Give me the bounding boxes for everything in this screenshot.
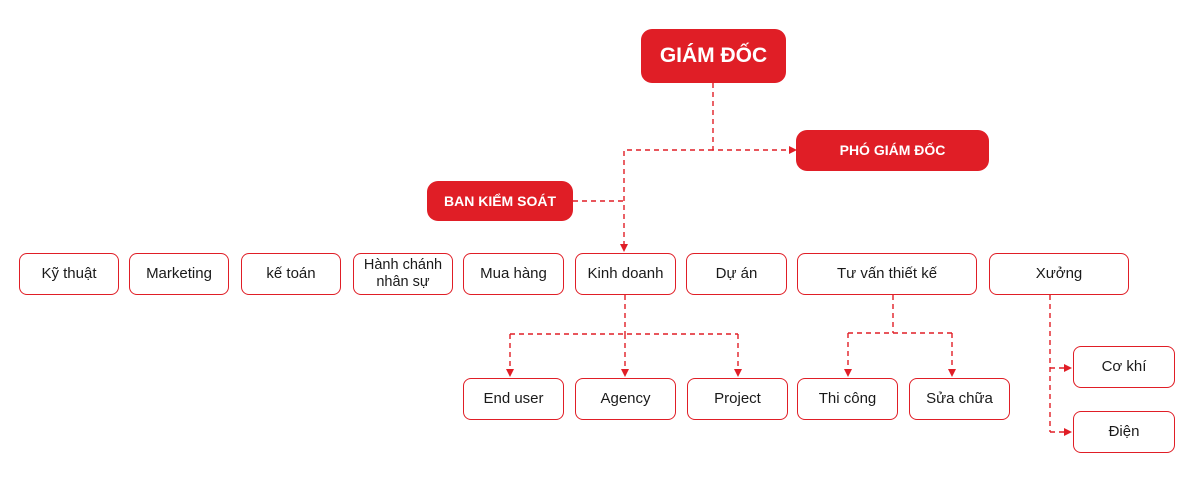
sales-agency: Agency bbox=[575, 378, 676, 420]
design-repair: Sửa chữa bbox=[909, 378, 1010, 420]
dept-projects: Dự án bbox=[686, 253, 787, 295]
dept-admin-hr: Hành chánh nhân sự bbox=[353, 253, 453, 295]
dept-design-consulting: Tư vấn thiết kế bbox=[797, 253, 977, 295]
connector-director-trunk bbox=[620, 149, 713, 252]
workshop-electrical: Điện bbox=[1073, 411, 1175, 453]
dept-sales: Kinh doanh bbox=[575, 253, 676, 295]
workshop-mechanical: Cơ khí bbox=[1073, 346, 1175, 388]
control-board-box: BAN KIỂM SOÁT bbox=[427, 181, 573, 221]
dept-technical: Kỹ thuật bbox=[19, 253, 119, 295]
dept-accounting: kế toán bbox=[241, 253, 341, 295]
dept-marketing: Marketing bbox=[129, 253, 229, 295]
director-box: GIÁM ĐỐC bbox=[641, 29, 786, 83]
design-construction: Thi công bbox=[797, 378, 898, 420]
deputy-director-box: PHÓ GIÁM ĐỐC bbox=[796, 130, 989, 171]
sales-end-user: End user bbox=[463, 378, 564, 420]
connector-director-deputy bbox=[712, 83, 797, 154]
sales-project: Project bbox=[687, 378, 788, 420]
dept-purchasing: Mua hàng bbox=[463, 253, 564, 295]
dept-workshop: Xưởng bbox=[989, 253, 1129, 295]
